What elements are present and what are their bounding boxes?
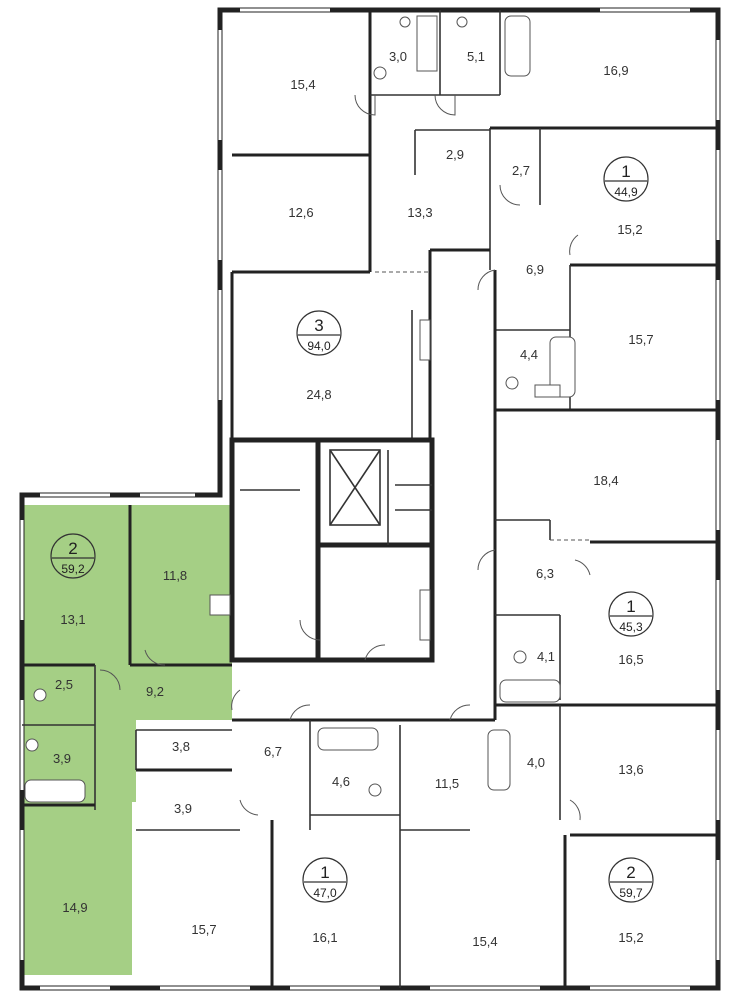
room-area-label: 6,3 [536, 566, 554, 581]
doors [99, 94, 591, 821]
room-area-label: 2,9 [446, 147, 464, 162]
room-area-label: 2,5 [55, 677, 73, 692]
room-area-label: 4,0 [527, 755, 545, 770]
apartment-rooms: 1 [320, 863, 329, 882]
room-area-label: 15,7 [191, 922, 216, 937]
windows [20, 8, 720, 990]
apartment-badge[interactable]: 1 44,9 [603, 156, 649, 202]
room-area-label: 15,7 [628, 332, 653, 347]
room-area-label: 13,1 [60, 612, 85, 627]
apartment-badge[interactable]: 3 94,0 [296, 310, 342, 356]
room-area-label: 13,6 [618, 762, 643, 777]
room-area-label: 18,4 [593, 473, 618, 488]
interior-walls [22, 10, 718, 988]
room-area-label: 16,9 [603, 63, 628, 78]
room-area-label: 12,6 [288, 205, 313, 220]
apartment-rooms: 1 [621, 162, 630, 181]
room-area-label: 24,8 [306, 387, 331, 402]
apartment-badge[interactable]: 2 59,2 [50, 533, 96, 579]
room-area-label: 2,7 [512, 163, 530, 178]
room-area-label: 3,9 [53, 751, 71, 766]
room-area-label: 6,7 [264, 744, 282, 759]
apartment-badge[interactable]: 1 47,0 [302, 857, 348, 903]
room-area-label: 15,4 [290, 77, 315, 92]
apartment-rooms: 2 [68, 539, 77, 558]
room-area-label: 3,8 [172, 739, 190, 754]
room-area-label: 15,4 [472, 934, 497, 949]
apartment-area: 44,9 [614, 185, 638, 199]
room-area-label: 4,1 [537, 649, 555, 664]
room-area-label: 15,2 [617, 222, 642, 237]
apartment-area: 45,3 [619, 620, 643, 634]
room-area-label: 4,6 [332, 774, 350, 789]
room-area-label: 3,0 [389, 49, 407, 64]
apartment-area: 59,2 [61, 562, 85, 576]
room-area-label: 4,4 [520, 347, 538, 362]
apartment-rooms: 3 [314, 316, 323, 335]
room-area-label: 15,2 [618, 930, 643, 945]
apartment-area: 59,7 [619, 886, 643, 900]
fixtures [24, 15, 576, 803]
room-area-label: 14,9 [62, 900, 87, 915]
room-area-label: 16,5 [618, 652, 643, 667]
room-area-label: 11,8 [163, 568, 187, 583]
highlighted-apartment-area[interactable] [22, 505, 232, 975]
room-area-label: 6,9 [526, 262, 544, 277]
room-area-label: 5,1 [467, 49, 485, 64]
room-area-label: 3,9 [174, 801, 192, 816]
apartment-area: 94,0 [307, 339, 331, 353]
room-area-label: 13,3 [407, 205, 432, 220]
room-area-label: 9,2 [146, 684, 164, 699]
apartment-rooms: 2 [626, 863, 635, 882]
apartment-area: 47,0 [313, 886, 337, 900]
outer-walls [19, 7, 721, 991]
apartment-badge[interactable]: 1 45,3 [608, 591, 654, 637]
apartment-rooms: 1 [626, 597, 635, 616]
room-labels: 15,4 3,0 5,1 16,9 2,9 2,7 12,6 13,3 15,2… [53, 49, 654, 949]
apartment-badge[interactable]: 2 59,7 [608, 857, 654, 903]
room-area-label: 11,5 [435, 776, 459, 791]
room-area-label: 16,1 [312, 930, 337, 945]
